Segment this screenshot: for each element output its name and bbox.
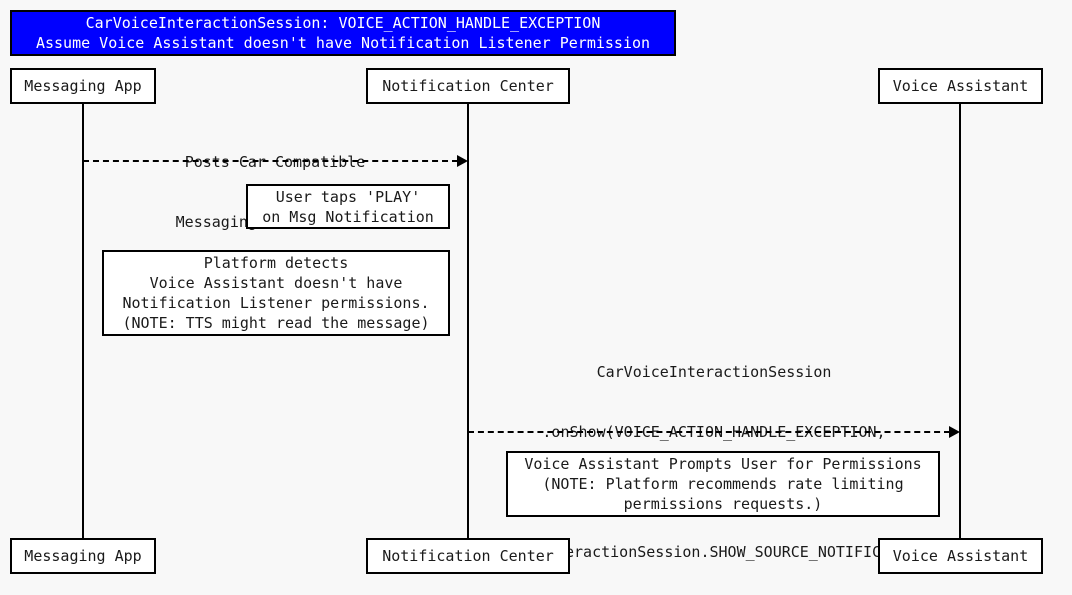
participant-label: Voice Assistant <box>892 547 1029 565</box>
message-post-notification-arrowhead <box>457 155 468 167</box>
participant-notification-center-bottom[interactable]: Notification Center <box>366 538 570 574</box>
message-on-show-arrowhead <box>949 426 960 438</box>
note-line: User taps 'PLAY' <box>275 187 421 206</box>
lifeline-notification-center <box>467 104 469 538</box>
note-line: Voice Assistant Prompts User for Permiss… <box>524 455 922 473</box>
participant-label: Notification Center <box>382 77 554 95</box>
participant-label: Messaging App <box>24 547 142 565</box>
note-line: (NOTE: TTS might read the message) <box>122 314 430 332</box>
lifeline-voice-assistant <box>959 104 961 538</box>
lifeline-messaging-app <box>82 104 84 538</box>
participant-label: Voice Assistant <box>892 77 1029 95</box>
diagram-title-line-2: Assume Voice Assistant doesn't have Noti… <box>35 34 651 52</box>
diagram-title-line-1: CarVoiceInteractionSession: VOICE_ACTION… <box>85 14 601 32</box>
diagram-title-banner: CarVoiceInteractionSession: VOICE_ACTION… <box>10 10 676 56</box>
message-label-line: CarVoiceInteractionSession <box>596 363 832 381</box>
participant-label: Messaging App <box>24 77 142 95</box>
participant-messaging-app-top[interactable]: Messaging App <box>10 68 156 104</box>
participant-notification-center-top[interactable]: Notification Center <box>366 68 570 104</box>
note-user-taps-play: User taps 'PLAY' on Msg Notification <box>246 184 450 229</box>
note-line: (NOTE: Platform recommends rate limiting <box>542 475 904 493</box>
note-platform-detects-permissions: Platform detects Voice Assistant doesn't… <box>102 250 450 336</box>
message-on-show-arrow <box>468 431 950 433</box>
note-prompts-user-permissions: Voice Assistant Prompts User for Permiss… <box>506 451 940 517</box>
note-line: Platform detects <box>203 254 349 272</box>
note-line: permissions requests.) <box>623 495 823 513</box>
message-label-line: VoiceInteractionSession.SHOW_SOURCE_NOTI… <box>492 543 936 561</box>
participant-messaging-app-bottom[interactable]: Messaging App <box>10 538 156 574</box>
note-line: Voice Assistant doesn't have <box>149 274 403 292</box>
participant-voice-assistant-top[interactable]: Voice Assistant <box>878 68 1043 104</box>
message-label-line: Posts Car Compatible <box>184 153 366 171</box>
message-post-notification-arrow <box>83 160 458 162</box>
participant-label: Notification Center <box>382 547 554 565</box>
note-line: on Msg Notification <box>262 207 434 226</box>
participant-voice-assistant-bottom[interactable]: Voice Assistant <box>878 538 1043 574</box>
note-line: Notification Listener permissions. <box>122 294 430 312</box>
